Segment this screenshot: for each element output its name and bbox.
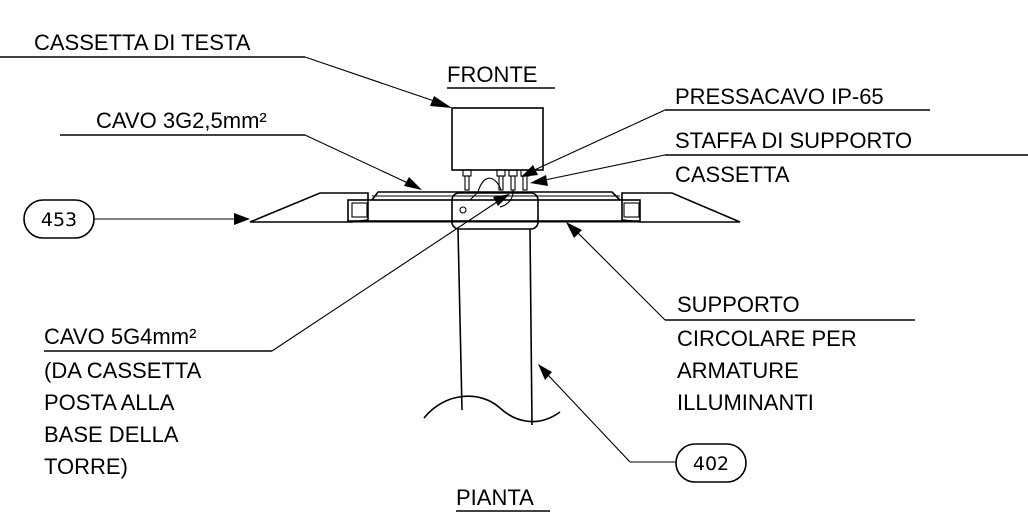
leader-cassetta-di-testa xyxy=(304,56,441,104)
arrow-cavo-5g xyxy=(493,194,510,206)
label-supporto-line4: ILLUMINANTI xyxy=(677,390,814,415)
label-cavo-5g-line5: TORRE) xyxy=(44,454,128,479)
ring-left-clamp xyxy=(351,202,368,218)
cable-glands xyxy=(462,169,530,191)
leader-pressacavo xyxy=(529,109,666,173)
label-supporto-line2: CIRCOLARE PER xyxy=(677,326,857,351)
junction-box xyxy=(451,107,544,171)
tag-453-text: 453 xyxy=(41,209,77,231)
ring-left-wing xyxy=(249,192,369,223)
arrow-cavo-3g xyxy=(404,177,422,190)
arrow-cassetta-di-testa xyxy=(430,96,452,108)
tag-402-bubble xyxy=(675,443,747,483)
arrow-supporto xyxy=(566,222,582,238)
pole-collar xyxy=(451,192,539,230)
pole-left-edge xyxy=(457,228,463,411)
label-cassetta-di-testa: CASSETTA DI TESTA xyxy=(34,30,251,55)
label-pressacavo: PRESSACAVO IP-65 xyxy=(675,84,884,109)
pole-right-edge xyxy=(529,228,533,426)
label-pianta: PIANTA xyxy=(456,485,534,510)
arrow-402 xyxy=(538,364,552,380)
leader-supporto xyxy=(574,229,666,321)
leader-staffa xyxy=(539,154,666,182)
label-staffa-line1: STAFFA DI SUPPORTO xyxy=(675,128,912,153)
pole-break-line xyxy=(423,395,561,423)
ring-crossbar xyxy=(347,199,641,222)
label-cavo-5g-line3: POSTA ALLA xyxy=(44,390,175,415)
label-cavo-5g-line4: BASE DELLA xyxy=(44,422,179,447)
label-cavo-5g-line1: CAVO 5G4mm² xyxy=(44,324,196,349)
tag-402-text: 402 xyxy=(693,453,729,475)
label-fronte: FRONTE xyxy=(447,62,537,87)
label-cavo-3g: CAVO 3G2,5mm² xyxy=(96,108,267,133)
label-staffa-line2: CASSETTA xyxy=(675,162,790,187)
label-supporto-line1: SUPPORTO xyxy=(677,292,800,317)
label-supporto-line3: ARMATURE xyxy=(677,358,799,383)
leader-cavo-5g xyxy=(271,199,501,352)
arrow-staffa xyxy=(530,175,548,186)
leader-cavo-3g xyxy=(304,134,411,185)
arrow-453 xyxy=(234,213,250,225)
ring-right-clamp xyxy=(623,202,640,218)
label-cavo-5g-line2: (DA CASSETTA xyxy=(44,358,202,383)
collar-bolt xyxy=(459,206,467,214)
leader-402-diag xyxy=(547,374,631,463)
